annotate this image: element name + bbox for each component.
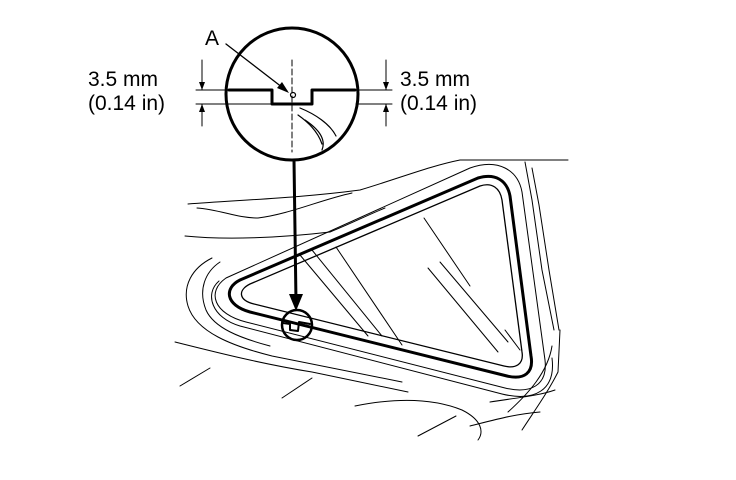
body-panel-lines	[174, 159, 569, 441]
left-dimension-in: (0.14 in)	[88, 92, 165, 115]
detail-marker	[280, 308, 314, 342]
callout-a-leader	[225, 43, 288, 92]
right-dimension	[311, 59, 393, 127]
right-dimension-mm: 3.5 mm	[400, 68, 470, 91]
left-dimension-mm: 3.5 mm	[88, 68, 158, 91]
magnified-detail	[224, 26, 360, 162]
right-dimension-in: (0.14 in)	[400, 92, 477, 115]
pointer-arrowhead	[289, 294, 303, 311]
left-dimension	[195, 59, 273, 127]
callout-a-arrowhead	[277, 82, 289, 93]
glass-reflections	[299, 217, 521, 353]
pointer-arrow-shaft	[292, 158, 298, 304]
callout-a-label: A	[205, 27, 219, 50]
quarter-glass	[211, 163, 553, 397]
